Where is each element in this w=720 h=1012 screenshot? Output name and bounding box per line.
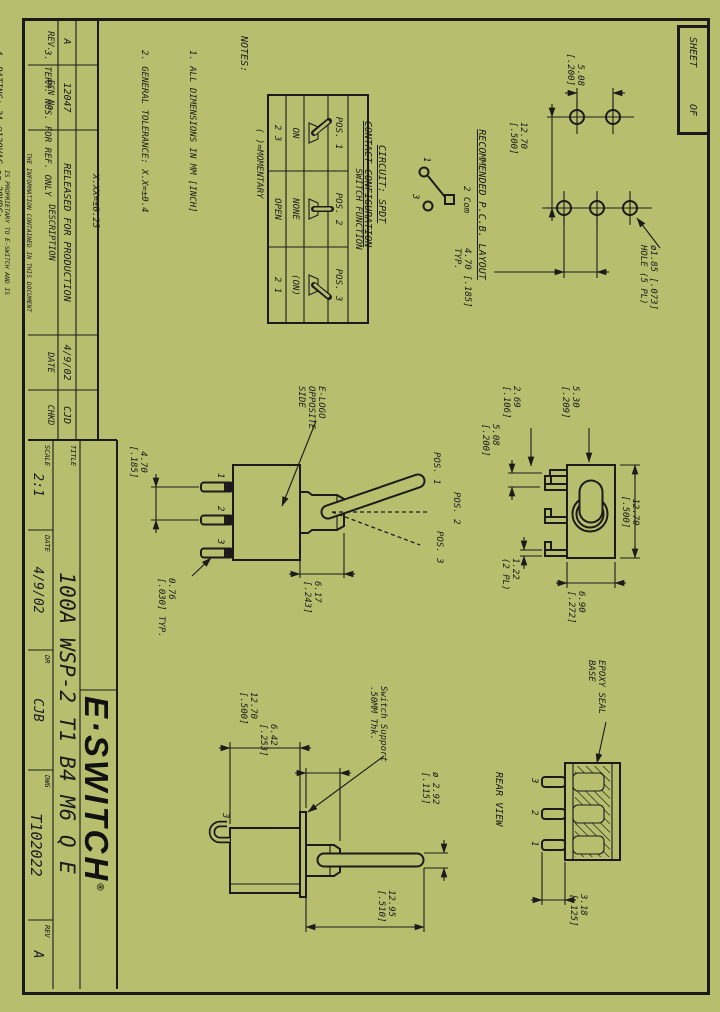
note-line: 1. ALL DIMENSIONS IN MM [INCH] [187, 50, 197, 213]
scale-value: 2:1 [30, 473, 45, 497]
function-table-state1: ON [290, 127, 300, 139]
notes-heading: NOTES: [238, 36, 249, 73]
dr-label: DR [43, 655, 51, 664]
revision-date-value: 4/9/02 [61, 344, 72, 381]
revision-date-header: DATE [45, 352, 55, 373]
end-view-drawing [508, 428, 640, 588]
sheet-label: SHEET [687, 37, 698, 68]
date-label: DATE [43, 535, 51, 552]
dr-value: CJB [30, 698, 45, 722]
revision-ecn-value: 12047 [61, 82, 72, 113]
revision-description-header: DESCRIPTION [46, 204, 56, 261]
sheet-of-label: OF [687, 104, 698, 117]
function-table-pos1: POS. 1 [333, 116, 343, 150]
rear-view-caption: REAR VIEW [493, 772, 504, 827]
end-dim-1-22: 1.22(2 PL) [500, 558, 520, 591]
sheet-number-box: SHEET OF [677, 25, 710, 135]
revision-rev-value: A [61, 38, 72, 45]
drawing-title: 100A WSP-2 T1 B4 M6 Q E [55, 572, 79, 875]
note-line: X.XX=±0.25 [90, 174, 101, 229]
rev-value: A [30, 950, 45, 959]
revision-ecn-header: ECN No. [45, 79, 55, 116]
end-dim-width: 12.70[.500] [620, 495, 640, 529]
function-table-terminals2: OPEN [272, 198, 282, 220]
proprietary-note: THE INFORMATION CONTAINED IN THIS DOCUME… [2, 152, 32, 313]
function-table-state3: (ON) [290, 274, 300, 296]
rev-label: REV [43, 925, 51, 938]
schematic-term1-label: 1 [421, 157, 431, 163]
function-table-pos3: POS. 3 [333, 268, 343, 302]
side-terminal3-label: 3 [220, 813, 230, 819]
end-dim-6-90: 6.90[.272] [566, 591, 586, 624]
front-terminal1-label: 1 [215, 473, 225, 479]
end-dim-5-30: 5.30[.209] [560, 386, 580, 419]
front-pos3-label: POS. 3 [434, 531, 444, 564]
toggle-lever-icons [308, 118, 334, 300]
pcb-hole-callout: ø1.85 [.073]HOLE (5 PL) [638, 245, 658, 311]
end-dim-2-69: 2.69[.106] [501, 386, 521, 419]
dwg-number: T102022 [27, 813, 45, 877]
schematic-term3-label: 3 [410, 194, 420, 200]
function-table-terminals3: 2 1 [272, 276, 282, 294]
side-dim-lever-dia: ø 2.92[.115] [420, 772, 440, 805]
schematic-term2-label: 2 Com [461, 186, 471, 214]
pcb-layout-drawing [494, 88, 661, 278]
side-view-drawing [208, 742, 448, 932]
revision-chkd-header: CHKD [45, 404, 55, 426]
revision-rev-header: REV. [45, 31, 55, 52]
title-label: TITLE [69, 445, 77, 467]
front-dim-term-thickness: 0.76[.030] TYP. [156, 578, 176, 638]
function-table-state2: NONE [290, 198, 300, 220]
title-block-grid [28, 18, 118, 989]
front-dim-term-spacing: 4.70[.185] [128, 445, 148, 479]
side-dim-lever-length: 12.95[.510] [376, 890, 396, 923]
date-value: 4/9/02 [30, 566, 45, 614]
rear-dim-term: 3.18[.125] [568, 894, 588, 927]
side-support-note: Switch Support.50MM Thk. [368, 686, 388, 762]
front-terminal2-label: 2 [215, 506, 225, 512]
front-pos2-label: POS. 2 [451, 492, 461, 525]
pcb-dim-pair-spacing: 5.08[.200] [565, 53, 585, 86]
registered-mark: ® [94, 883, 105, 891]
revision-chkd-value: CJD [61, 405, 72, 425]
rear-view-drawing [531, 721, 621, 905]
scale-label: SCALE [43, 445, 51, 467]
rear-terminal1-label: 1 [529, 841, 539, 847]
front-pos1-label: POS. 1 [431, 452, 441, 485]
end-dim-5-08: 5.08[.200] [480, 424, 500, 457]
rear-terminal3-label: 3 [529, 778, 539, 784]
momentary-note: ( )=MOMENTARY [254, 128, 264, 199]
front-terminal3-label: 3 [215, 539, 225, 545]
note-line: 2. GENERAL TOLERANCE: X.X=±0.4 [138, 50, 149, 213]
function-table-terminals1: 2 3 [272, 124, 282, 142]
eswitch-logo: E·SWITCH® [78, 696, 115, 891]
front-view-drawing [151, 420, 429, 578]
revision-description-value: RELEASED FOR PRODUCTION [61, 163, 72, 302]
function-table-pos2: POS. 2 [333, 192, 343, 226]
side-dim-bushing: 6.42[.253] [258, 724, 278, 757]
front-dim-bushing: 6.17[.243] [302, 581, 322, 614]
rear-terminal2-label: 2 [529, 810, 539, 816]
function-table-header: SWITCH FUNCTION [353, 168, 363, 250]
circuit-schematic [418, 166, 455, 212]
side-dim-body: 12.70[.500] [238, 692, 258, 725]
